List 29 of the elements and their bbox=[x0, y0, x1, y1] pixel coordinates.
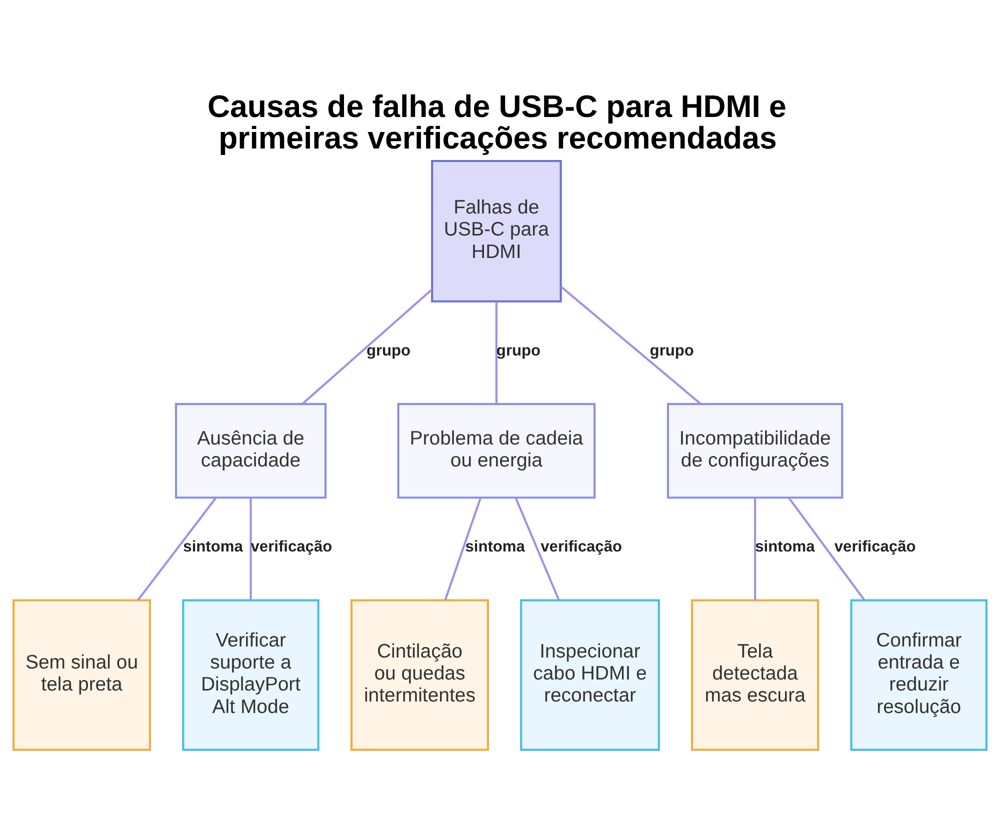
edge-label: verificação bbox=[834, 538, 916, 556]
edge-label: sintoma bbox=[183, 538, 243, 556]
edge-label: verificação bbox=[540, 538, 622, 556]
connector bbox=[250, 498, 252, 600]
connector bbox=[788, 496, 866, 600]
connector bbox=[302, 288, 433, 404]
edge-label: grupo bbox=[366, 342, 411, 359]
node-box: Problema de cadeia ou energia bbox=[397, 402, 596, 498]
node-box: Confirmar entrada e reduzir resolução bbox=[850, 598, 988, 750]
edge-label: sintoma bbox=[755, 538, 815, 556]
node-box: Inspecionar cabo HDMI e reconectar bbox=[520, 598, 660, 750]
connector bbox=[444, 497, 482, 600]
node-box: Tela detectada mas escura bbox=[691, 598, 820, 750]
node-box: Cintilação ou quedas intermitentes bbox=[350, 598, 490, 750]
connector bbox=[560, 285, 702, 404]
edge-label: sintoma bbox=[465, 538, 525, 556]
node-box: Sem sinal ou tela preta bbox=[12, 598, 152, 750]
connector bbox=[754, 498, 756, 600]
edge-label: grupo bbox=[650, 342, 694, 359]
diagram-title: Causas de falha de USB-C para HDMI e primeiras verificações recomendadas bbox=[208, 88, 786, 155]
node-box: Verificar suporte a DisplayPort Alt Mode bbox=[182, 598, 320, 750]
connector bbox=[495, 301, 498, 404]
node-box: Ausência de capacidade bbox=[174, 402, 327, 498]
connector bbox=[514, 497, 560, 600]
connector bbox=[137, 496, 217, 600]
edge-label: verificação bbox=[250, 538, 332, 556]
node-box: Incompatibilidade de configurações bbox=[666, 402, 844, 498]
node-box: Falhas de USB-C para HDMI bbox=[431, 159, 562, 302]
edge-label: grupo bbox=[496, 342, 541, 359]
